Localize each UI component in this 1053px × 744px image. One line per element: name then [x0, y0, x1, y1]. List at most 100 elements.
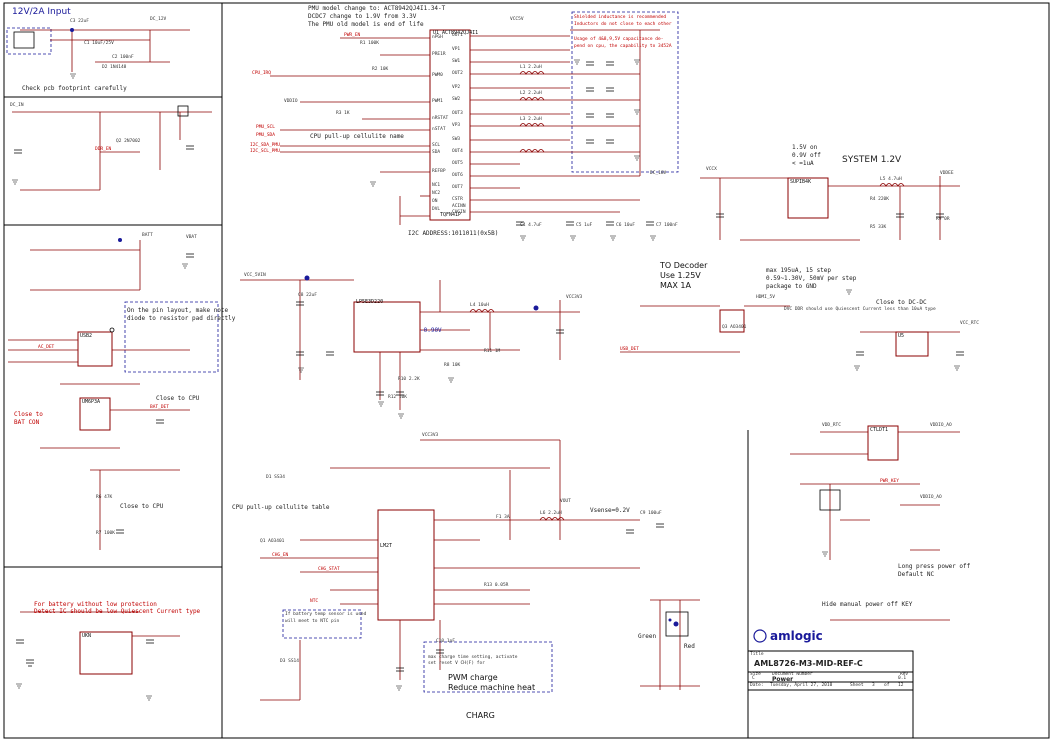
- decoder-note-1: TO Decoder: [660, 261, 708, 270]
- net-vbat: VBAT: [186, 235, 197, 240]
- sheet-number: 3: [872, 683, 875, 688]
- title-block-label-rev: Rev: [900, 672, 909, 677]
- part-label: R11 1M: [484, 349, 501, 354]
- sheet-rev: 0.1: [898, 676, 907, 681]
- pmu-note-2: DCDC7 change to 1.9V from 3.3V: [308, 13, 417, 20]
- pmu-pin-left-7: SDA: [432, 150, 441, 155]
- led-green-label: Green: [638, 633, 657, 640]
- net-vcc5v: VCC5V: [510, 17, 524, 22]
- title-block-label-title: Title: [750, 652, 764, 657]
- net-chg-stat: CHG_STAT: [318, 567, 340, 572]
- part-label: R7 100K: [96, 531, 115, 536]
- net-ntc: NTC: [310, 599, 319, 604]
- part-label: R1 100K: [360, 41, 379, 46]
- pmu-pin-left-1: PRE1R: [432, 52, 446, 57]
- pmu-pin-left-3: PWM1: [432, 99, 443, 104]
- close-to-bat-2: BAT CON: [14, 419, 40, 426]
- battery-note-2: Detect IC should be low Quiescent Curren…: [34, 608, 201, 615]
- part-label: C9 100uF: [640, 511, 662, 516]
- charge-led-note-2: set reset V CH(F) for: [428, 661, 485, 666]
- part-label: L2 2.2uH: [520, 91, 542, 96]
- long-press-note-2: Default NC: [898, 571, 935, 578]
- net-vcc3v3-chg: VCC3V3: [422, 433, 439, 438]
- pmu-pin-left-4: nRSTAT: [432, 116, 449, 121]
- title-block-label-of: of: [884, 683, 890, 688]
- part-label: L6 2.2uH: [540, 511, 562, 516]
- sheet-total: 12: [898, 683, 904, 688]
- decoder-note-3: MAX 1A: [660, 281, 691, 290]
- pmu-pin-right-7: VP3: [452, 123, 461, 128]
- pwm-charge-note: PWM charge: [448, 673, 498, 682]
- part-label: C3 22uF: [70, 19, 89, 24]
- net-pwr-en: PWR_EN: [344, 33, 361, 38]
- pmu-pin-right-12: OUT7: [452, 185, 463, 190]
- vddee-chip-name: SUPIB4K: [790, 179, 812, 185]
- pmu-pin-right-15: CHGIN: [452, 210, 466, 215]
- net-vout: VOUT: [560, 499, 571, 504]
- pmu-note-1: PMU model change to: ACT8942QJ4I1.34-T: [308, 5, 446, 12]
- ddr-sub-note: Close to DC-DC: [876, 299, 927, 306]
- charge-led-note-1: max charge time setting, activate: [428, 655, 518, 660]
- title-block-label-date: Date:: [750, 683, 764, 688]
- net-vddio: VDDIO: [284, 99, 298, 104]
- pmu-pin-right-11: OUT6: [452, 173, 463, 178]
- net-ddr-en: DDR_EN: [95, 147, 112, 152]
- part-label: C1 10uF/25V: [84, 41, 114, 46]
- battery-note-1: For battery without low protection: [34, 601, 157, 608]
- net-i2c-scl: I2C_SCL_PMU: [250, 149, 280, 154]
- pmu-pin-right-10: OUT5: [452, 161, 463, 166]
- close-to-cpu-label: Close to CPU: [156, 395, 200, 402]
- part-label: R12 10K: [388, 395, 407, 400]
- reduce-heat-note: Reduce machine heat: [448, 683, 536, 692]
- part-label: R13 0.05R: [484, 583, 509, 588]
- net-bat-det: BAT_DET: [150, 405, 169, 410]
- pmu-pin-left-6: SCL: [432, 143, 441, 148]
- layout-note-2: diode to resistor pad directly: [127, 315, 236, 322]
- part-label: Q2 2N7002: [116, 139, 141, 144]
- inductor-note-2: Inductors do not close to each other: [574, 22, 672, 27]
- part-label: L4 10uH: [470, 303, 489, 308]
- pmu-pin-right-2: SW1: [452, 59, 461, 64]
- rtc-ldo-chip-name: CTLDT1: [870, 427, 889, 433]
- part-label: L3 2.2uH: [520, 117, 542, 122]
- step-note-3: package to GND: [766, 283, 817, 290]
- net-hdmi-5v: HDMI_5V: [756, 295, 775, 300]
- net-dc-18v: DC_18V: [650, 171, 667, 176]
- net-vccx: VCCX: [706, 167, 717, 172]
- part-label: D2 1N4148: [102, 65, 127, 70]
- led-red-label: Red: [684, 643, 695, 650]
- part-label: C6 10uF: [616, 223, 635, 228]
- net-vdd-ao: VDDIO_AO: [930, 423, 952, 428]
- vout-label: -0.90V: [420, 327, 442, 334]
- pmu-pin-right-4: VP2: [452, 85, 461, 90]
- pmu-pin-left-11: ON: [432, 199, 438, 204]
- pmu-pin-left-8: REFBP: [432, 169, 446, 174]
- pullup-note-2: CPU pull-up cellulite table: [232, 504, 330, 511]
- part-label: R5 33K: [870, 225, 887, 230]
- close-to-cpu-label-2: Close to CPU: [120, 503, 164, 510]
- net-pmu-scl: PMU_SCL: [256, 125, 275, 130]
- pmu-pin-left-10: NC2: [432, 191, 441, 196]
- step-note-2: 0.59~1.30V, 50mV per step: [766, 275, 857, 282]
- bat-chip-name: UM6P3A: [82, 399, 101, 405]
- part-label: C7 100nF: [656, 223, 678, 228]
- system-state-current: < =1uA: [792, 160, 814, 167]
- pmu-pin-right-3: OUT2: [452, 71, 463, 76]
- layout-note-1: On the pin layout, make note: [127, 307, 229, 314]
- usb-chip-name: USB2: [80, 333, 93, 339]
- net-i2c-sda: I2C_SDA_PMU: [250, 143, 280, 148]
- part-label: C10 1nF: [436, 639, 455, 644]
- project-name: AML8726-M3-MID-REF-C: [754, 659, 863, 668]
- pmu-pin-left-9: NC1: [432, 183, 441, 188]
- pmu-chip-package: TQFN41P: [440, 212, 462, 218]
- ldo-chip-name: LP5E3D220: [356, 299, 384, 305]
- inductor-note-1: Shielded inductance is recommended: [574, 15, 667, 20]
- net-ac-det: AC_DET: [38, 345, 55, 350]
- charge-section-label: CHARG: [466, 711, 495, 720]
- charge-box-note-1: If battery temp sensor is used: [285, 612, 367, 617]
- input-footprint-note: Check pcb footprint carefully: [22, 85, 127, 92]
- title-block-label-docnum: Document Number: [772, 672, 813, 677]
- net-dc-in: DC_IN: [10, 103, 24, 108]
- system-state-on: 1.5V on: [792, 144, 818, 151]
- pmu-pin-left-12: DVL: [432, 207, 441, 212]
